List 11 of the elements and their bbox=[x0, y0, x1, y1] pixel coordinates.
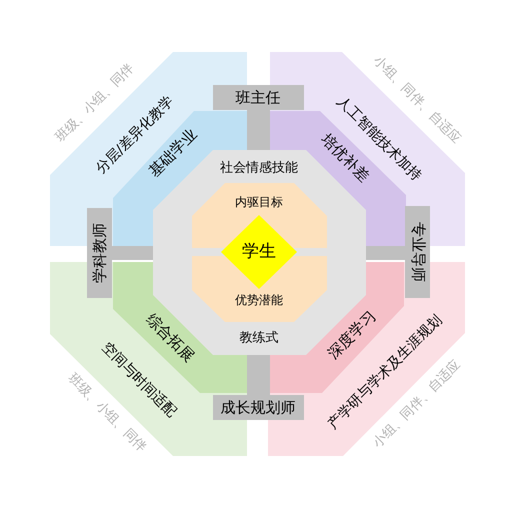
center-label: 学生 bbox=[242, 244, 276, 260]
role-label: 班主任 bbox=[236, 90, 280, 105]
band-label: 深度学习 bbox=[325, 308, 379, 362]
role-label: 成长规划师 bbox=[220, 400, 296, 415]
band-label: 综合拓展 bbox=[143, 311, 197, 365]
ring-label: 社会情感技能 bbox=[220, 162, 298, 174]
core-label: 内驱目标 bbox=[235, 196, 283, 208]
ring-label: 教练式 bbox=[240, 332, 278, 344]
role-label: 专业导师 bbox=[410, 222, 425, 282]
core-label: 优势潜能 bbox=[235, 294, 283, 306]
role-label: 学科教师 bbox=[92, 223, 107, 283]
